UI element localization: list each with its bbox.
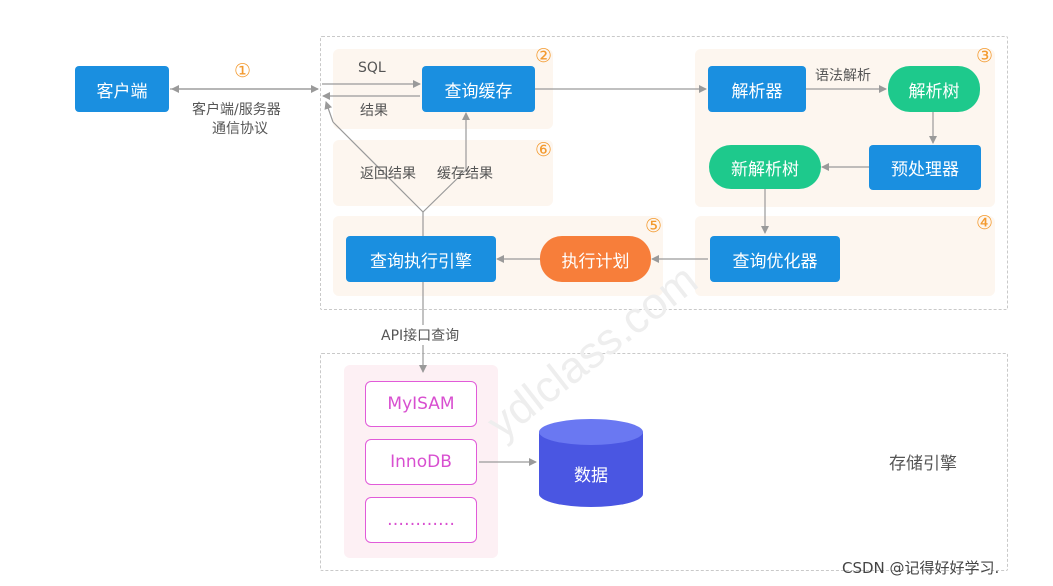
server-region bbox=[320, 36, 1008, 310]
api-query-label: API接口查询 bbox=[379, 325, 462, 345]
parser-box: 解析器 bbox=[708, 66, 806, 112]
client-box: 客户端 bbox=[75, 66, 169, 112]
optimizer-box: 查询优化器 bbox=[710, 236, 840, 282]
new-parse-tree-node: 新解析树 bbox=[709, 145, 821, 189]
engine-innodb: InnoDB bbox=[365, 439, 477, 485]
result-zone bbox=[333, 140, 553, 206]
cache-result-label: 缓存结果 bbox=[437, 166, 493, 182]
storage-engine-label: 存储引擎 bbox=[889, 454, 957, 474]
credit-text: CSDN @记得好好学习. bbox=[842, 559, 1000, 577]
sql-label: SQL bbox=[358, 60, 386, 76]
execution-plan-node: 执行计划 bbox=[540, 236, 651, 282]
execution-engine-box: 查询执行引擎 bbox=[346, 236, 496, 282]
protocol-label-line1: 客户端/服务器 bbox=[192, 102, 281, 118]
parse-tree-node: 解析树 bbox=[888, 66, 980, 112]
return-result-label: 返回结果 bbox=[360, 166, 416, 182]
step-1-marker: ① bbox=[234, 60, 252, 82]
engine-more: ………… bbox=[365, 497, 477, 543]
database-icon bbox=[539, 419, 643, 507]
preprocessor-box: 预处理器 bbox=[869, 145, 981, 190]
query-cache-box: 查询缓存 bbox=[422, 66, 535, 112]
step-4-marker: ④ bbox=[976, 212, 994, 234]
engine-myisam: MyISAM bbox=[365, 381, 477, 427]
data-label: 数据 bbox=[574, 466, 608, 486]
storage-region bbox=[320, 353, 1008, 571]
step-5-marker: ⑤ bbox=[645, 215, 663, 237]
step-3-marker: ③ bbox=[976, 45, 994, 67]
step-2-marker: ② bbox=[535, 45, 553, 67]
protocol-label-line2: 通信协议 bbox=[212, 121, 268, 137]
step-6-marker: ⑥ bbox=[535, 139, 553, 161]
result-label: 结果 bbox=[360, 103, 388, 119]
syntax-parse-label: 语法解析 bbox=[815, 68, 871, 84]
